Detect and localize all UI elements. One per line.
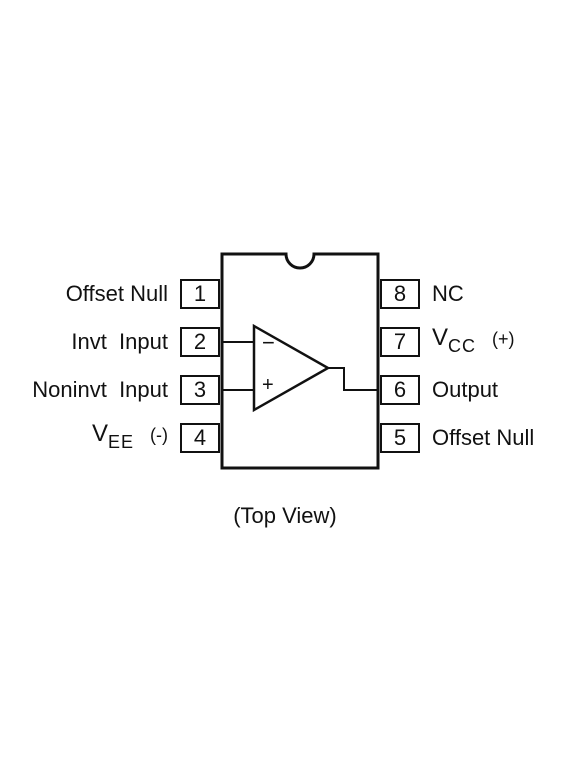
ic-package-outline	[220, 252, 380, 470]
pin-8-label: NC	[432, 281, 464, 306]
pin-4-label: VEE (-)	[91, 420, 168, 453]
pin-8-box: 8	[380, 279, 420, 309]
pin-7-box: 7	[380, 327, 420, 357]
pin-2-box: 2	[180, 327, 220, 357]
pin-1-box: 1	[180, 279, 220, 309]
pin-7-polarity: (+)	[492, 329, 515, 349]
pin-1-label: Offset Null	[65, 281, 168, 306]
pin-4-sub: EE	[108, 432, 135, 452]
pin-2-label: Invt Input	[71, 329, 168, 354]
pin-7-label: VCC (+)	[432, 324, 515, 357]
pin-5-label: Offset Null	[432, 425, 535, 450]
opamp-triangle	[252, 323, 331, 413]
pin-3-box: 3	[180, 375, 220, 405]
pin-7-sub: CC	[448, 336, 477, 356]
pin-5-box: 5	[380, 423, 420, 453]
pin-4-v: V	[91, 420, 108, 447]
pin-4-polarity: (-)	[150, 425, 168, 445]
opamp-minus-sign: −	[262, 330, 275, 355]
pin-6-box: 6	[380, 375, 420, 405]
pin-4-box: 4	[180, 423, 220, 453]
pin-3-label: Noninvt Input	[32, 377, 168, 402]
pin-7-v: V	[432, 324, 449, 351]
opamp-plus-sign: +	[262, 374, 274, 396]
diagram-caption: (Top View)	[233, 503, 337, 528]
pin-6-label: Output	[432, 377, 499, 402]
wire-output-to-pin6	[328, 367, 378, 391]
